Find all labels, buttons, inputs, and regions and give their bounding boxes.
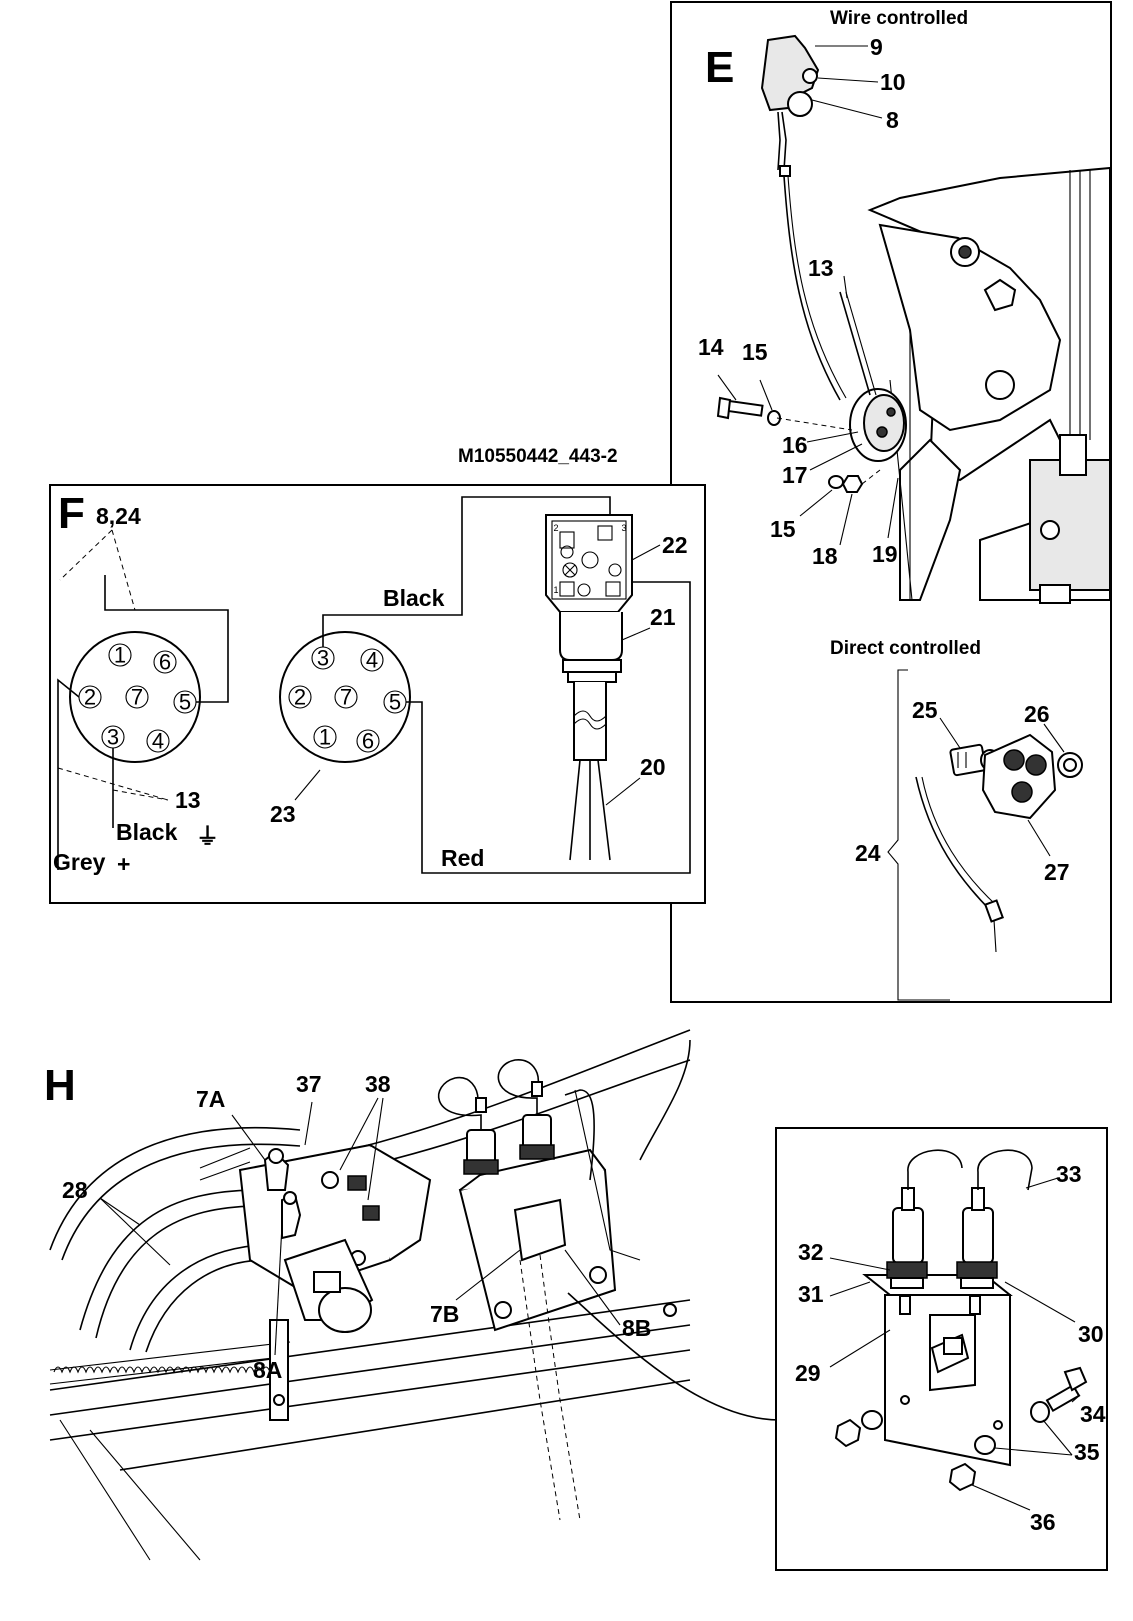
wire-pin5-left (104, 575, 229, 703)
label-e-13: 13 (808, 255, 834, 281)
label-e-26: 26 (1024, 701, 1050, 727)
pin-right-7: 7 (340, 685, 352, 710)
label-grey: Grey (53, 849, 106, 875)
pin-left-1: 1 (114, 643, 126, 668)
remote-plug-illustration (760, 34, 847, 401)
panel-h: H (44, 1029, 1108, 1571)
panel-h-letter: H (44, 1061, 76, 1110)
label-h-35: 35 (1074, 1439, 1100, 1465)
label-e-24: 24 (855, 840, 881, 866)
label-h-29: 29 (795, 1360, 821, 1386)
label-f-13: 13 (175, 787, 201, 813)
panel-f-letter: F (58, 489, 85, 538)
socket-right: 3 4 2 7 5 1 6 (279, 631, 411, 763)
label-e-15-top: 15 (742, 339, 768, 365)
label-e-16: 16 (782, 432, 808, 458)
label-h-38: 38 (365, 1071, 391, 1097)
socket-left: 1 6 2 7 5 3 4 (69, 631, 201, 763)
pin-left-6: 6 (159, 650, 171, 675)
wire-grey (57, 678, 80, 870)
pin-left-5: 5 (179, 690, 191, 715)
label-h-8a: 8A (253, 1357, 282, 1383)
plus-symbol: + (117, 851, 130, 877)
label-e-9: 9 (870, 34, 883, 60)
label-e-15-bottom: 15 (770, 516, 796, 542)
panel-f: F 8,24 1 6 2 7 5 3 4 13 Black ⏚ Grey + 3 (49, 484, 706, 904)
panel-e: Wire controlled E 9 10 8 (670, 1, 1112, 1003)
frame-illustration (867, 166, 1111, 604)
panel-e-letter: E (705, 43, 734, 92)
wire-black-top (322, 496, 611, 647)
ground-symbol: ⏚ (196, 823, 219, 849)
din-connector: 2 1 3 (545, 514, 633, 861)
drawing-reference: M10550442_443-2 (458, 446, 618, 467)
sensor-bracket (438, 1059, 641, 1521)
label-e-10: 10 (880, 69, 906, 95)
detail-bracket (834, 1149, 1088, 1492)
label-h-8b: 8B (622, 1315, 651, 1341)
label-f-22: 22 (662, 532, 688, 558)
bracket-24 (887, 669, 950, 1001)
label-e-17: 17 (782, 462, 808, 488)
label-h-33: 33 (1056, 1161, 1082, 1187)
label-h-36: 36 (1030, 1509, 1056, 1535)
label-h-7b: 7B (430, 1301, 459, 1327)
label-black-ground: Black (116, 819, 178, 845)
pin-left-7: 7 (131, 685, 143, 710)
pin-right-4: 4 (366, 648, 378, 673)
label-f-23: 23 (270, 801, 296, 827)
direct-plug-illustration (915, 733, 1083, 953)
pin-right-5: 5 (389, 690, 401, 715)
label-h-30: 30 (1078, 1321, 1104, 1347)
pin-din-3: 3 (621, 523, 626, 533)
label-e-14: 14 (698, 334, 724, 360)
pin-left-2: 2 (84, 685, 96, 710)
label-h-34: 34 (1080, 1401, 1106, 1427)
pin-din-2: 2 (553, 523, 558, 533)
label-e-25: 25 (912, 697, 938, 723)
label-e-27: 27 (1044, 859, 1070, 885)
pin-din-1: 1 (553, 585, 558, 595)
pin-right-6: 6 (362, 729, 374, 754)
pin-right-2: 2 (294, 685, 306, 710)
label-f-20: 20 (640, 754, 666, 780)
label-h-37: 37 (296, 1071, 322, 1097)
pin-left-4: 4 (152, 729, 164, 754)
label-red: Red (441, 845, 484, 871)
label-f-21: 21 (650, 604, 676, 630)
panel-e-heading: Wire controlled (830, 8, 968, 29)
detail-arrow-line (567, 1292, 781, 1421)
label-e-8: 8 (886, 107, 899, 133)
label-e-18: 18 (812, 543, 838, 569)
valve-block (199, 1143, 432, 1333)
wire-red (406, 581, 691, 874)
socket-illustration (716, 291, 907, 493)
label-e-19: 19 (872, 541, 898, 567)
label-plug-ref: 8,24 (96, 503, 141, 529)
pin-right-3: 3 (317, 646, 329, 671)
label-h-31: 31 (798, 1281, 824, 1307)
label-h-28: 28 (62, 1177, 88, 1203)
label-black-top: Black (383, 585, 445, 611)
label-h-7a: 7A (196, 1086, 225, 1112)
label-h-32: 32 (798, 1239, 824, 1265)
frame-rails (49, 1299, 691, 1561)
direct-controlled-heading: Direct controlled (830, 638, 981, 659)
pin-left-3: 3 (107, 725, 119, 750)
pin-right-1: 1 (319, 725, 331, 750)
